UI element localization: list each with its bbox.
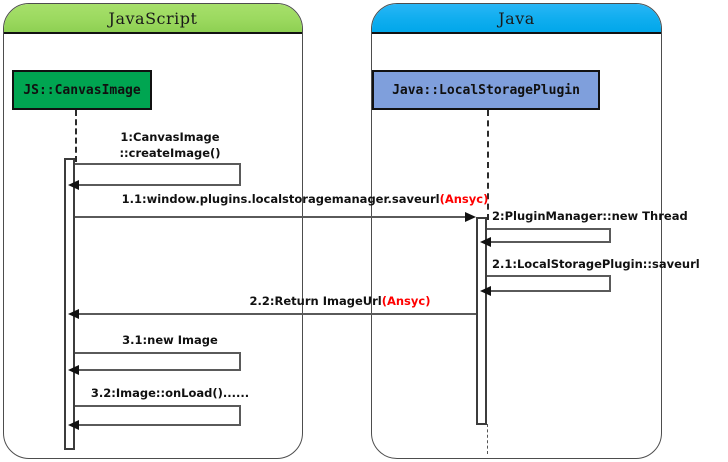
object-js-canvasimage[interactable]: JS::CanvasImage — [12, 70, 152, 110]
message-3-1-turn — [239, 352, 241, 370]
message-1-arrowhead — [68, 180, 79, 190]
message-2-2-line — [75, 313, 476, 315]
lifeline-js-canvasimage — [75, 110, 77, 162]
message-1-1-label: 1.1:window.plugins.localstoragemanager.s… — [120, 192, 490, 206]
object-java-localstorageplugin[interactable]: Java::LocalStoragePlugin — [372, 70, 600, 110]
message-3-2-label: 3.2:Image::onLoad()...... — [90, 386, 250, 400]
lifeline-java-tail — [487, 424, 488, 454]
message-1-return — [75, 184, 241, 186]
message-1-label-line1: 1:CanvasImage — [120, 130, 220, 144]
message-2-1-outbound — [487, 275, 611, 277]
message-2-2-async-tag: (Ansyc) — [381, 294, 431, 308]
lifeline-java-localstorageplugin — [487, 110, 489, 220]
message-2-label: 2:PluginManager::new Thread — [492, 209, 688, 223]
message-2-turn — [609, 228, 611, 242]
message-1-1-async-tag: (Ansyc) — [439, 192, 489, 206]
message-2-2-label: 2.2:Return ImageUrl(Ansyc) — [190, 294, 490, 308]
object-java-localstorageplugin-label: Java::LocalStoragePlugin — [392, 82, 580, 98]
message-3-2-arrowhead — [68, 420, 79, 430]
message-3-2-outbound — [75, 405, 241, 407]
message-3-1-arrowhead — [68, 365, 79, 375]
message-2-arrowhead — [480, 237, 491, 247]
message-2-2-arrowhead — [68, 309, 79, 319]
partition-javascript-title: JavaScript — [4, 4, 302, 34]
partition-java[interactable]: Java — [371, 3, 662, 459]
message-1-1-seq: 1.1:window.plugins.localstoragemanager.s… — [121, 192, 440, 206]
message-1-1-line — [75, 216, 469, 218]
message-2-1-turn — [609, 275, 611, 291]
message-2-2-seq: 2.2:Return ImageUrl — [249, 294, 382, 308]
message-3-1-outbound — [75, 352, 241, 354]
message-3-2-return — [75, 424, 241, 426]
message-2-1-arrowhead — [480, 286, 491, 296]
message-1-label-line2: ::createImage() — [119, 146, 221, 160]
message-1-1-arrowhead — [465, 212, 476, 222]
message-2-1-return — [487, 290, 611, 292]
message-3-1-return — [75, 369, 241, 371]
message-3-2-turn — [239, 405, 241, 425]
message-2-1-label: 2.1:LocalStoragePlugin::saveurl — [492, 257, 700, 271]
activation-java-localstorageplugin[interactable] — [476, 217, 487, 425]
message-1-turn — [239, 163, 241, 185]
activation-js-canvasimage[interactable] — [64, 158, 75, 450]
message-1-outbound — [75, 163, 241, 165]
message-2-outbound — [487, 228, 611, 230]
message-2-return — [487, 241, 611, 243]
partition-java-title: Java — [372, 4, 661, 34]
object-js-canvasimage-label: JS::CanvasImage — [23, 82, 141, 98]
message-3-1-label: 3.1:new Image — [122, 333, 218, 347]
